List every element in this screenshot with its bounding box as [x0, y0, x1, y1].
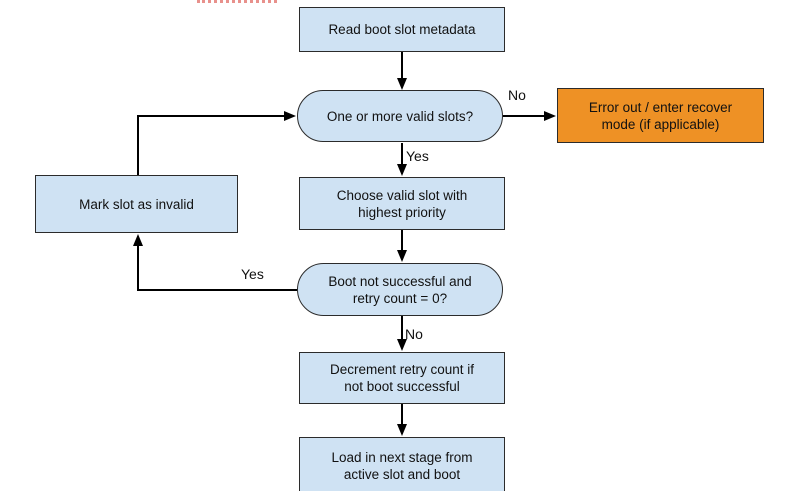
- node-mark-slot-invalid: Mark slot as invalid: [35, 175, 238, 233]
- arrowhead-choose-to-decision2: [397, 250, 407, 262]
- arrowhead-mark-invalid-to-decision1: [284, 111, 296, 121]
- node-decision-valid-slots: One or more valid slots?: [297, 90, 503, 142]
- node-label: One or more valid slots?: [326, 108, 474, 124]
- edge-label-yes-to-choose: Yes: [406, 148, 429, 164]
- edge-label-yes-to-mark-invalid: Yes: [241, 266, 264, 282]
- node-decision-boot-retry: Boot not successful and retry count = 0?: [297, 263, 503, 316]
- node-label: Boot not successful and retry count = 0?: [328, 273, 472, 306]
- arrowhead-read-to-decision1: [397, 78, 407, 90]
- node-read-boot-slot-metadata: Read boot slot metadata: [299, 7, 505, 52]
- edge-label-no-to-decrement: No: [405, 326, 423, 342]
- node-choose-valid-slot: Choose valid slot with highest priority: [299, 177, 505, 230]
- node-label: Choose valid slot with highest priority: [336, 187, 468, 220]
- node-label: Decrement retry count if not boot succes…: [329, 362, 475, 394]
- node-load-next-stage: Load in next stage from active slot and …: [299, 437, 505, 491]
- node-label: Load in next stage from active slot and …: [331, 449, 473, 482]
- arrow-mark-invalid-to-decision1: [137, 115, 285, 175]
- edge-label-no-to-error: No: [508, 87, 526, 103]
- node-error-recover-mode: Error out / enter recover mode (if appli…: [557, 88, 764, 143]
- arrowhead-decision1-to-choose: [397, 164, 407, 176]
- node-label: Read boot slot metadata: [328, 22, 476, 37]
- arrowhead-decision1-to-error: [544, 111, 556, 121]
- arrowhead-decision2-to-mark-invalid: [133, 234, 143, 246]
- node-label: Error out / enter recover mode (if appli…: [588, 99, 733, 132]
- spellcheck-squiggle: [197, 0, 277, 3]
- node-label: Mark slot as invalid: [79, 196, 194, 212]
- node-decrement-retry-count: Decrement retry count if not boot succes…: [299, 352, 505, 404]
- arrowhead-decrement-to-load: [397, 424, 407, 436]
- arrow-decision2-to-mark-invalid: [137, 245, 297, 291]
